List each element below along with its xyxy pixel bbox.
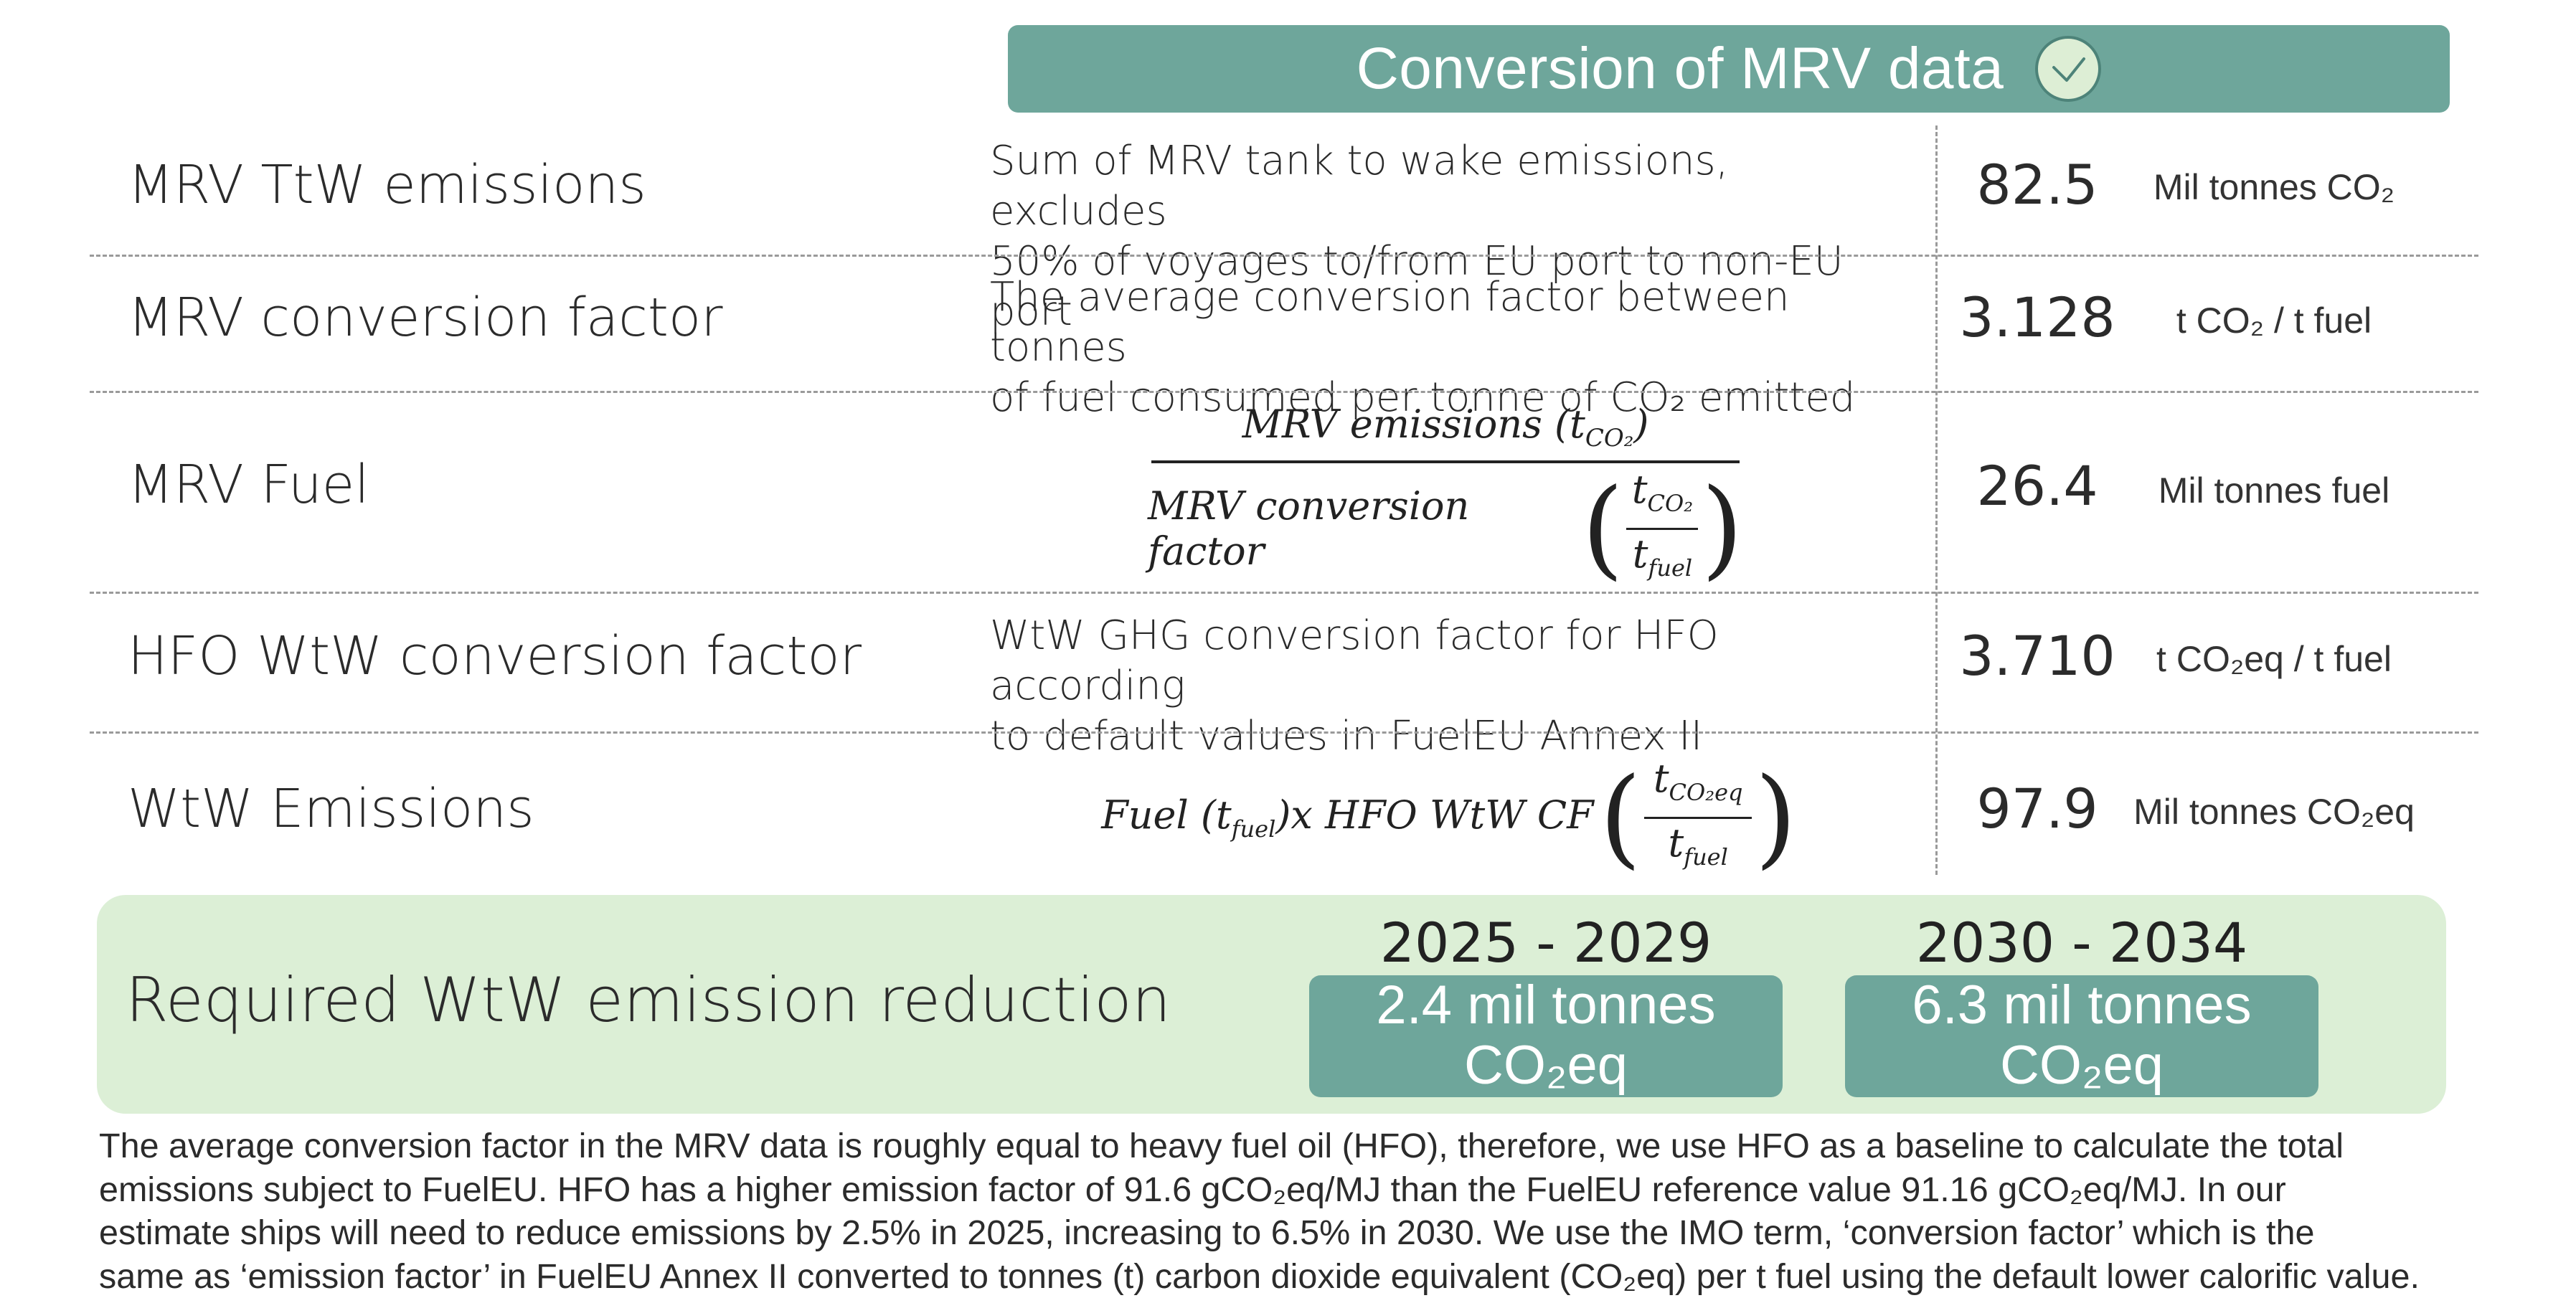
row-value-hfo-wtw-factor: 3.710: [1940, 624, 2134, 688]
paren-right: ): [1701, 475, 1743, 582]
row-unit-mrv-fuel: Mil tonnes fuel: [2123, 470, 2425, 511]
inner-denominator: tfuel: [1669, 822, 1728, 878]
formula-prefix: Fuel (tfuel)x HFO WtW CF: [1101, 792, 1593, 843]
footnote-line: estimate ships will need to reduce emiss…: [99, 1211, 2509, 1255]
formula-numerator: MRV emissions (tCO₂): [1148, 402, 1743, 453]
inner-denominator: tfuel: [1633, 533, 1692, 589]
formula-text: )x HFO WtW CF: [1275, 792, 1593, 838]
header-banner: Conversion of MRV data: [1008, 25, 2450, 113]
fraction-bar: [1644, 817, 1752, 819]
formula-text: t: [1653, 756, 1669, 801]
paren-left: (: [1582, 475, 1624, 582]
row-value-conversion-factor: 3.128: [1940, 285, 2134, 349]
period-label-2030: 2030 - 2034: [1845, 911, 2318, 975]
footnote-line: The average conversion factor in the MRV…: [99, 1124, 2509, 1168]
paren-right: ): [1755, 764, 1797, 871]
period-amount-2025: 2.4 mil tonnes CO₂eq: [1309, 975, 1783, 1097]
row-label-wtw-emissions: WtW Emissions: [128, 778, 534, 840]
row-divider: [90, 731, 2478, 734]
formula-denominator: MRV conversion factor ( tCO₂ tfuel ): [1148, 468, 1743, 589]
footnote: The average conversion factor in the MRV…: [99, 1124, 2509, 1298]
row-unit-ttw-emissions: Mil tonnes CO₂: [2123, 166, 2425, 208]
row-unit-wtw-emissions: Mil tonnes CO₂eq: [2123, 791, 2425, 833]
row-unit-hfo-wtw-factor: t CO₂eq / t fuel: [2123, 638, 2425, 680]
page-title: Conversion of MRV data: [1357, 35, 2004, 103]
inner-numerator: tCO₂: [1632, 468, 1693, 525]
row-label-mrv-fuel: MRV Fuel: [128, 454, 369, 516]
formula-text: MRV emissions (t: [1242, 402, 1585, 447]
row-label-ttw-emissions: MRV TtW emissions: [128, 154, 646, 216]
row-value-ttw-emissions: 82.5: [1940, 153, 2134, 217]
formula-sub: CO₂: [1585, 424, 1634, 453]
row-desc-hfo-wtw-factor: WtW GHG conversion factor for HFO accord…: [990, 611, 1915, 762]
row-value-wtw-emissions: 97.9: [1940, 777, 2134, 840]
formula-sub: fuel: [1684, 843, 1728, 870]
formula-sub: CO₂eq: [1669, 779, 1743, 806]
column-divider: [1935, 125, 1938, 875]
formula-text: Fuel (t: [1101, 792, 1231, 838]
inner-numerator: tCO₂eq: [1653, 757, 1743, 814]
formula-text: t: [1632, 467, 1648, 512]
row-label-conversion-factor: MRV conversion factor: [128, 287, 723, 349]
row-unit-conversion-factor: t CO₂ / t fuel: [2123, 300, 2425, 341]
formula-sub: fuel: [1232, 815, 1276, 843]
check-icon: [2035, 36, 2101, 102]
period-amount-2030: 6.3 mil tonnes CO₂eq: [1845, 975, 2318, 1097]
paren-left: (: [1600, 764, 1642, 871]
fraction-bar: [1626, 528, 1698, 530]
formula-text: t: [1669, 820, 1684, 866]
row-divider: [90, 391, 2478, 393]
amount-line: CO₂eq: [1309, 1036, 1783, 1096]
inner-fraction: tCO₂ tfuel: [1626, 468, 1698, 589]
row-divider: [90, 255, 2478, 257]
footnote-line: emissions subject to FuelEU. HFO has a h…: [99, 1168, 2509, 1212]
reduction-label: Required WtW emission reduction: [126, 965, 1171, 1036]
amount-line: 6.3 mil tonnes: [1845, 975, 2318, 1036]
desc-line: Sum of MRV tank to wake emissions, exclu…: [990, 136, 1915, 237]
period-label-2025: 2025 - 2029: [1309, 911, 1783, 975]
row-divider: [90, 592, 2478, 594]
row-value-mrv-fuel: 26.4: [1940, 454, 2134, 518]
amount-line: 2.4 mil tonnes: [1309, 975, 1783, 1036]
formula-sub: CO₂: [1648, 490, 1694, 517]
mrv-fuel-formula: MRV emissions (tCO₂) MRV conversion fact…: [1148, 402, 1743, 592]
row-label-hfo-wtw-factor: HFO WtW conversion factor: [128, 625, 862, 687]
desc-line: WtW GHG conversion factor for HFO accord…: [990, 611, 1915, 711]
wtw-emissions-formula: Fuel (tfuel)x HFO WtW CF ( tCO₂eq tfuel …: [1076, 749, 1822, 886]
inner-fraction: tCO₂eq tfuel: [1644, 757, 1752, 878]
formula-text: MRV conversion factor: [1148, 483, 1576, 574]
formula-text: t: [1633, 531, 1648, 577]
formula-text: ): [1633, 402, 1648, 447]
amount-line: CO₂eq: [1845, 1036, 2318, 1096]
fraction-bar: [1151, 460, 1740, 463]
formula-sub: fuel: [1648, 554, 1693, 581]
footnote-line: same as ‘emission factor’ in FuelEU Anne…: [99, 1255, 2509, 1298]
desc-line: The average conversion factor between to…: [990, 273, 1915, 373]
row-desc-conversion-factor: The average conversion factor between to…: [990, 273, 1915, 423]
